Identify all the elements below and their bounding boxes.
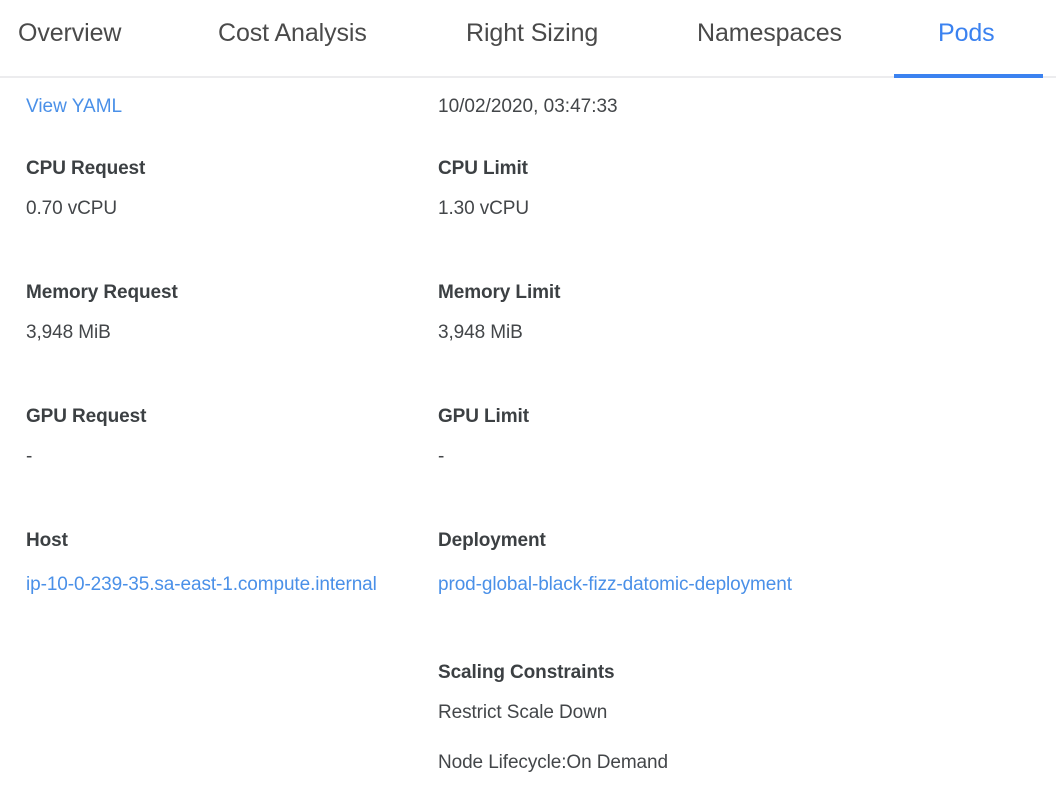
field-memory-request-label: Memory Request [26,282,178,303]
view-yaml-link[interactable]: View YAML [26,96,123,117]
field-gpu-request-label: GPU Request [26,406,147,427]
field-gpu-request-value: - [26,446,33,467]
tab-list: Overview Cost Analysis Right Sizing Name… [0,0,1056,78]
spacer [438,492,878,528]
field-memory-limit: Memory Limit 3,948 MiB [438,280,878,346]
field-gpu-limit: GPU Limit - [438,404,878,470]
field-cpu-request: CPU Request 0.70 vCPU [26,156,438,222]
field-cpu-request-label: CPU Request [26,158,146,179]
spacer [26,244,438,280]
field-cpu-limit: CPU Limit 1.30 vCPU [438,156,878,222]
details-columns: View YAML CPU Request 0.70 vCPU Memory R… [0,94,1056,798]
tab-bar: Overview Cost Analysis Right Sizing Name… [0,0,1056,78]
tab-pods-label: Pods [938,19,995,47]
field-host-label: Host [26,530,68,551]
field-gpu-request: GPU Request - [26,404,438,470]
tab-cost-analysis-label: Cost Analysis [218,19,367,47]
tab-namespaces[interactable]: Namespaces [697,0,938,76]
scaling-constraints-label: Scaling Constraints [438,662,615,683]
active-tab-indicator [894,74,1043,78]
spacer [438,368,878,404]
field-gpu-limit-label: GPU Limit [438,406,529,427]
spacer [438,624,878,660]
field-host: Host ip-10-0-239-35.sa-east-1.compute.in… [26,528,438,602]
spacer [438,244,878,280]
tab-right-sizing-label: Right Sizing [466,19,599,47]
field-memory-limit-label: Memory Limit [438,282,561,303]
field-cpu-limit-value: 1.30 vCPU [438,198,529,219]
field-memory-request-value: 3,948 MiB [26,322,111,343]
field-cpu-request-value: 0.70 vCPU [26,198,117,219]
scaling-constraint-item: Restrict Scale Down [438,702,608,723]
field-deployment-value-link[interactable]: prod-global-black-fizz-datomic-deploymen… [438,574,792,595]
details-column-left: View YAML CPU Request 0.70 vCPU Memory R… [0,94,438,624]
field-deployment: Deployment prod-global-black-fizz-datomi… [438,528,878,602]
spacer [26,368,438,404]
tab-pods[interactable]: Pods [894,0,1043,78]
field-memory-limit-value: 3,948 MiB [438,322,523,343]
tab-overview-label: Overview [18,19,122,47]
field-memory-request: Memory Request 3,948 MiB [26,280,438,346]
details-column-right: 10/02/2020, 03:47:33 CPU Limit 1.30 vCPU… [438,94,878,798]
pod-timestamp: 10/02/2020, 03:47:33 [438,96,618,117]
tab-namespaces-label: Namespaces [697,19,842,47]
field-cpu-limit-label: CPU Limit [438,158,528,179]
tab-overview[interactable]: Overview [18,0,218,76]
scaling-constraint-item: Node Lifecycle:On Demand [438,752,668,773]
scaling-constraints-section: Scaling Constraints Restrict Scale Down … [438,660,878,776]
tab-cost-analysis[interactable]: Cost Analysis [218,0,466,76]
pod-details-panel: View YAML CPU Request 0.70 vCPU Memory R… [0,78,1056,798]
field-gpu-limit-value: - [438,446,445,467]
spacer [26,492,438,528]
field-host-value-link[interactable]: ip-10-0-239-35.sa-east-1.compute.interna… [26,574,377,595]
field-deployment-label: Deployment [438,530,546,551]
tab-right-sizing[interactable]: Right Sizing [466,0,697,76]
